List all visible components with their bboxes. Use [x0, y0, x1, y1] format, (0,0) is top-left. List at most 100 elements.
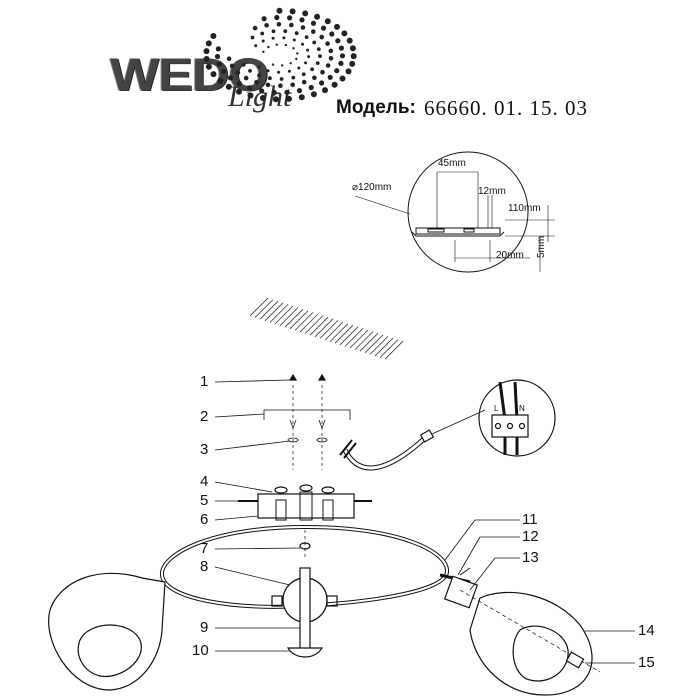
swirl-dot	[345, 68, 352, 75]
hatch-line	[329, 323, 349, 342]
hatch-line	[279, 307, 299, 326]
swirl-dot	[274, 14, 280, 21]
swirl-dot	[315, 61, 320, 65]
swirl-dot	[349, 60, 356, 67]
logo-swirl-icon	[203, 7, 357, 103]
swirl-dot	[271, 89, 277, 95]
hatch-line	[349, 329, 369, 349]
swirl-dot	[287, 15, 293, 21]
ceiling-hatch	[249, 297, 404, 360]
swirl-dot	[286, 95, 292, 102]
dim-diameter: ⌀120mm	[352, 182, 392, 193]
swirl-dot	[210, 33, 217, 39]
swirl-dot	[327, 74, 333, 80]
swirl-dot	[301, 42, 304, 46]
swirl-dot	[275, 43, 278, 46]
swirl-dot	[262, 50, 265, 53]
swirl-dot	[346, 37, 353, 44]
swirl-dot	[295, 57, 298, 61]
hatch-line	[284, 308, 304, 328]
swirl-dot	[241, 63, 246, 67]
swirl-dot	[265, 82, 271, 88]
swirl-dot	[271, 29, 276, 34]
swirl-dot	[276, 7, 283, 14]
part-number: 11	[522, 511, 538, 528]
swirl-dot	[250, 35, 255, 40]
swirl-dot	[289, 62, 292, 65]
hatch-line	[334, 324, 354, 344]
swirl-dot	[302, 10, 309, 17]
swirl-dot	[279, 77, 284, 81]
swirl-dot	[328, 48, 334, 54]
swirl-dot	[338, 60, 344, 66]
swirl-dot	[248, 69, 252, 73]
swirl-dot	[247, 92, 254, 99]
swirl-dot	[300, 25, 306, 30]
part-number: 9	[200, 619, 209, 636]
swirl-dot	[289, 22, 294, 28]
swirl-dot	[318, 54, 322, 58]
swirl-dot	[319, 80, 325, 86]
hatch-line	[369, 336, 389, 355]
swirl-dot	[290, 82, 296, 88]
swirl-dot	[271, 36, 275, 40]
hatch-line	[249, 297, 269, 317]
hatch-line	[269, 304, 289, 323]
hatch-line	[289, 310, 309, 330]
swirl-dot	[296, 88, 303, 94]
swirl-dot	[324, 18, 331, 25]
part-number: 12	[522, 528, 539, 545]
part-number: 7	[200, 540, 209, 557]
swirl-dot	[310, 20, 317, 26]
swirl-dot	[328, 56, 334, 61]
swirl-dot	[312, 40, 317, 45]
hatch-line	[364, 334, 384, 354]
mounting-plate-detail	[354, 151, 555, 273]
swirl-dot	[310, 67, 314, 72]
swirl-dot	[281, 64, 284, 67]
swirl-dot	[312, 75, 317, 81]
swirl-dot	[276, 22, 282, 27]
swirl-dot	[334, 68, 340, 74]
swirl-dot	[320, 25, 327, 31]
part-number: 3	[200, 441, 209, 458]
swirl-dot	[325, 41, 330, 46]
swirl-dot	[349, 45, 356, 52]
swirl-dot	[311, 29, 316, 34]
part-number: 1	[200, 373, 209, 390]
swirl-dot	[292, 47, 295, 50]
swirl-dot	[261, 16, 267, 22]
dim-20: 20mm	[496, 250, 524, 261]
hatch-line	[324, 321, 344, 341]
swirl-dot	[271, 63, 275, 66]
swirl-dot	[294, 31, 299, 36]
swirl-dot	[210, 71, 217, 78]
swirl-dot	[306, 48, 310, 52]
part-number: 15	[638, 654, 655, 671]
hatch-line	[354, 331, 374, 350]
part-number: 5	[200, 492, 209, 509]
swirl-dot	[243, 75, 249, 81]
hatch-line	[374, 337, 394, 357]
swirl-dot	[310, 91, 317, 98]
hatch-line	[319, 320, 339, 339]
hatch-line	[359, 332, 379, 352]
dim-5: 5mm	[536, 235, 547, 258]
terminal-n: N	[519, 404, 525, 413]
part-number: 10	[192, 642, 209, 659]
swirl-dot	[291, 75, 296, 80]
swirl-dot	[205, 63, 212, 70]
swirl-dot	[339, 75, 346, 82]
swirl-dot	[319, 34, 325, 40]
swirl-dot	[236, 80, 242, 86]
swirl-dot	[217, 77, 224, 84]
dim-45: 45mm	[438, 158, 466, 169]
part-number: 8	[200, 558, 209, 575]
hatch-line	[379, 339, 399, 358]
swirl-dot	[304, 35, 309, 39]
swirl-dot	[227, 75, 233, 81]
hatch-line	[259, 300, 279, 320]
hatch-line	[264, 302, 284, 322]
swirl-dot	[277, 70, 281, 74]
